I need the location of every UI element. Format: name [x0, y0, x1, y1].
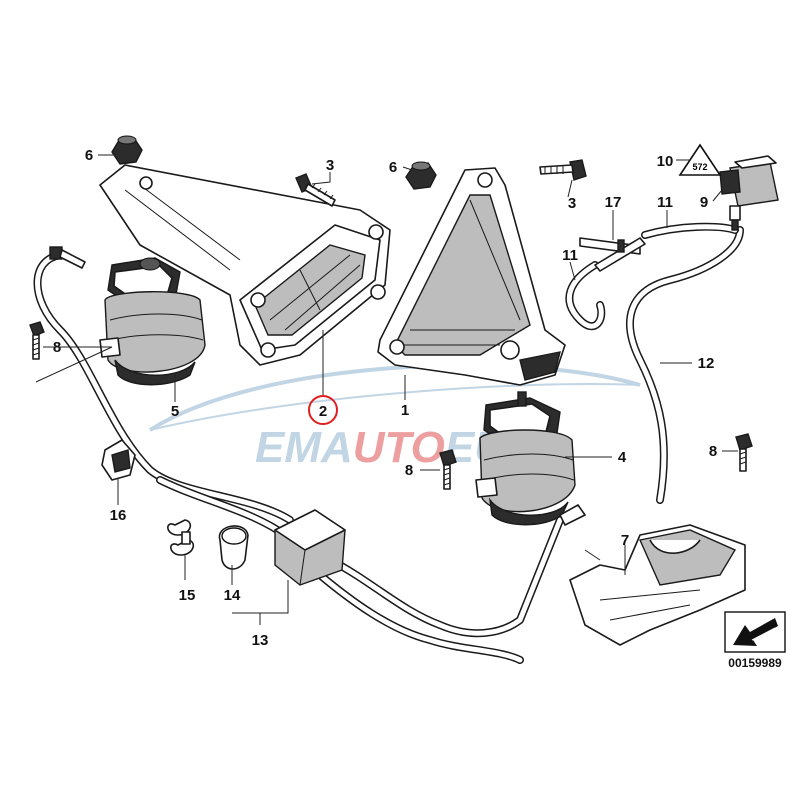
vacuum-hose-12[interactable]	[626, 226, 744, 504]
callout-14: 14	[224, 587, 241, 604]
engine-mount-right[interactable]	[475, 391, 576, 526]
watermark-part-b: UTO	[353, 423, 445, 472]
vacuum-hose-left[interactable]	[33, 246, 294, 539]
bolt-8-right[interactable]	[735, 433, 753, 472]
callout-labels: 6 3 6 3 10 9 17 11 11 12 8 5 2 1 4 8 8 7…	[53, 147, 717, 649]
callout-6-left: 6	[85, 147, 93, 164]
callout-17: 17	[605, 194, 622, 211]
vacuum-reservoir[interactable]	[274, 509, 346, 586]
nut-6-left[interactable]	[111, 135, 143, 165]
callout-2: 2	[319, 403, 327, 420]
svg-text:EMAUTOEU: EMAUTOEU	[255, 423, 507, 472]
vacuum-hose-11[interactable]	[565, 222, 739, 331]
callout-16: 16	[110, 507, 127, 524]
callout-11-top: 11	[657, 194, 673, 211]
heat-shield-7[interactable]	[569, 524, 746, 646]
callout-5: 5	[171, 403, 179, 420]
callout-10: 10	[657, 153, 674, 170]
bolt-3-right[interactable]	[539, 159, 587, 181]
callout-13: 13	[252, 632, 269, 649]
callout-11-lower: 11	[562, 247, 578, 264]
callout-8-left: 8	[53, 339, 61, 356]
clip-15[interactable]	[167, 519, 195, 556]
callout-3-right: 3	[568, 195, 576, 212]
solenoid-valve[interactable]	[719, 155, 779, 231]
bolt-8-middle[interactable]	[439, 449, 457, 490]
watermark-part-a: EMA	[255, 423, 353, 472]
leader-lines	[35, 154, 738, 625]
callout-7: 7	[621, 532, 629, 549]
callout-9: 9	[700, 194, 708, 211]
engine-mount-left[interactable]	[99, 257, 206, 386]
callout-6-right: 6	[389, 159, 397, 176]
reference-arrow-box	[724, 611, 786, 653]
engine-support-bracket-right[interactable]	[377, 167, 566, 386]
hose-connector-17[interactable]	[579, 237, 646, 272]
callout-3-middle: 3	[326, 157, 334, 174]
clamp-14[interactable]	[218, 525, 249, 570]
nut-6-right[interactable]	[405, 161, 437, 190]
bolt-8-left[interactable]	[29, 321, 45, 360]
label-badge-text: 572	[692, 162, 707, 172]
callout-8-right: 8	[709, 443, 717, 460]
clip-16[interactable]	[101, 439, 136, 481]
callout-4: 4	[618, 449, 627, 466]
diagram-reference-number: 00159989	[728, 656, 782, 670]
callout-15: 15	[179, 587, 196, 604]
highlight-ring	[308, 395, 338, 425]
bolt-3-middle[interactable]	[295, 173, 336, 207]
callout-1: 1	[401, 402, 409, 419]
engine-support-bracket[interactable]	[99, 164, 391, 366]
callout-8-middle: 8	[405, 462, 413, 479]
vacuum-hose-lower[interactable]	[316, 504, 586, 664]
callout-12: 12	[698, 355, 715, 372]
